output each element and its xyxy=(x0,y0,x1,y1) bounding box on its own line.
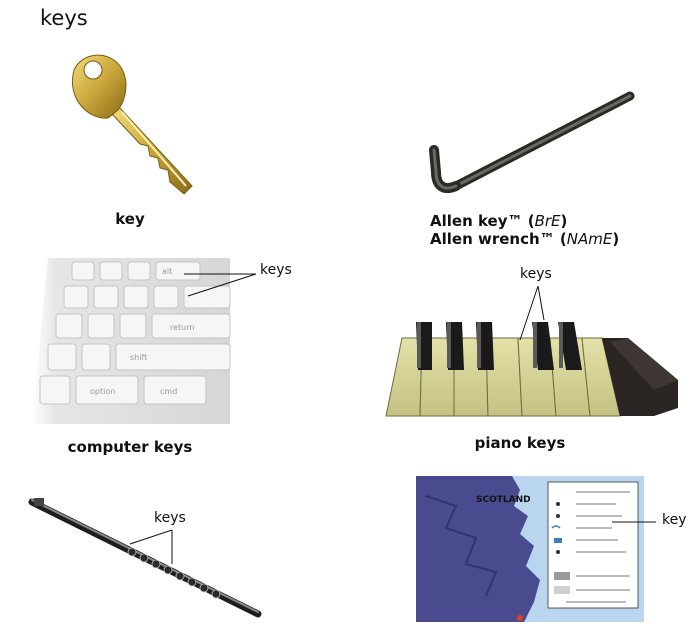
piano-keys-callout-lines xyxy=(519,285,545,341)
allen-key-caption-line1: Allen key™ (BrE) xyxy=(430,212,568,230)
allen-key-caption: Allen key™ (BrE) Allen wrench™ (NAmE) xyxy=(430,212,630,248)
computer-keys-callout: keys xyxy=(260,262,292,278)
flute-illustration xyxy=(28,498,262,618)
flute-callout: keys xyxy=(154,510,186,526)
piano-keys-caption: piano keys xyxy=(474,434,566,452)
page-title: keys xyxy=(40,6,88,30)
map-callout: key xyxy=(662,512,687,528)
computer-keys-callout-lines xyxy=(184,273,257,297)
keyboard-key-return-label: return xyxy=(170,323,194,332)
keyboard-key-alt-label: alt xyxy=(162,267,172,276)
map-callout-line xyxy=(612,521,656,523)
keyboard-key-shift-label: shift xyxy=(130,353,147,362)
computer-keys-caption: computer keys xyxy=(67,438,193,456)
computer-keyboard-illustration: alt return shift option cmd xyxy=(32,258,231,424)
piano-keys-illustration xyxy=(385,322,678,417)
map-illustration: SCOTLAND xyxy=(416,476,644,622)
allen-key-illustration xyxy=(429,91,635,194)
key-illustration xyxy=(71,54,193,195)
key-caption: key xyxy=(115,210,145,228)
piano-keys-callout: keys xyxy=(520,266,552,282)
keyboard-key-option-label: option xyxy=(90,387,115,396)
map-country-label: SCOTLAND xyxy=(476,495,531,505)
allen-key-caption-line2: Allen wrench™ (NAmE) xyxy=(430,230,620,248)
flute-callout-lines xyxy=(129,529,173,564)
keyboard-key-cmd-label: cmd xyxy=(160,387,177,396)
